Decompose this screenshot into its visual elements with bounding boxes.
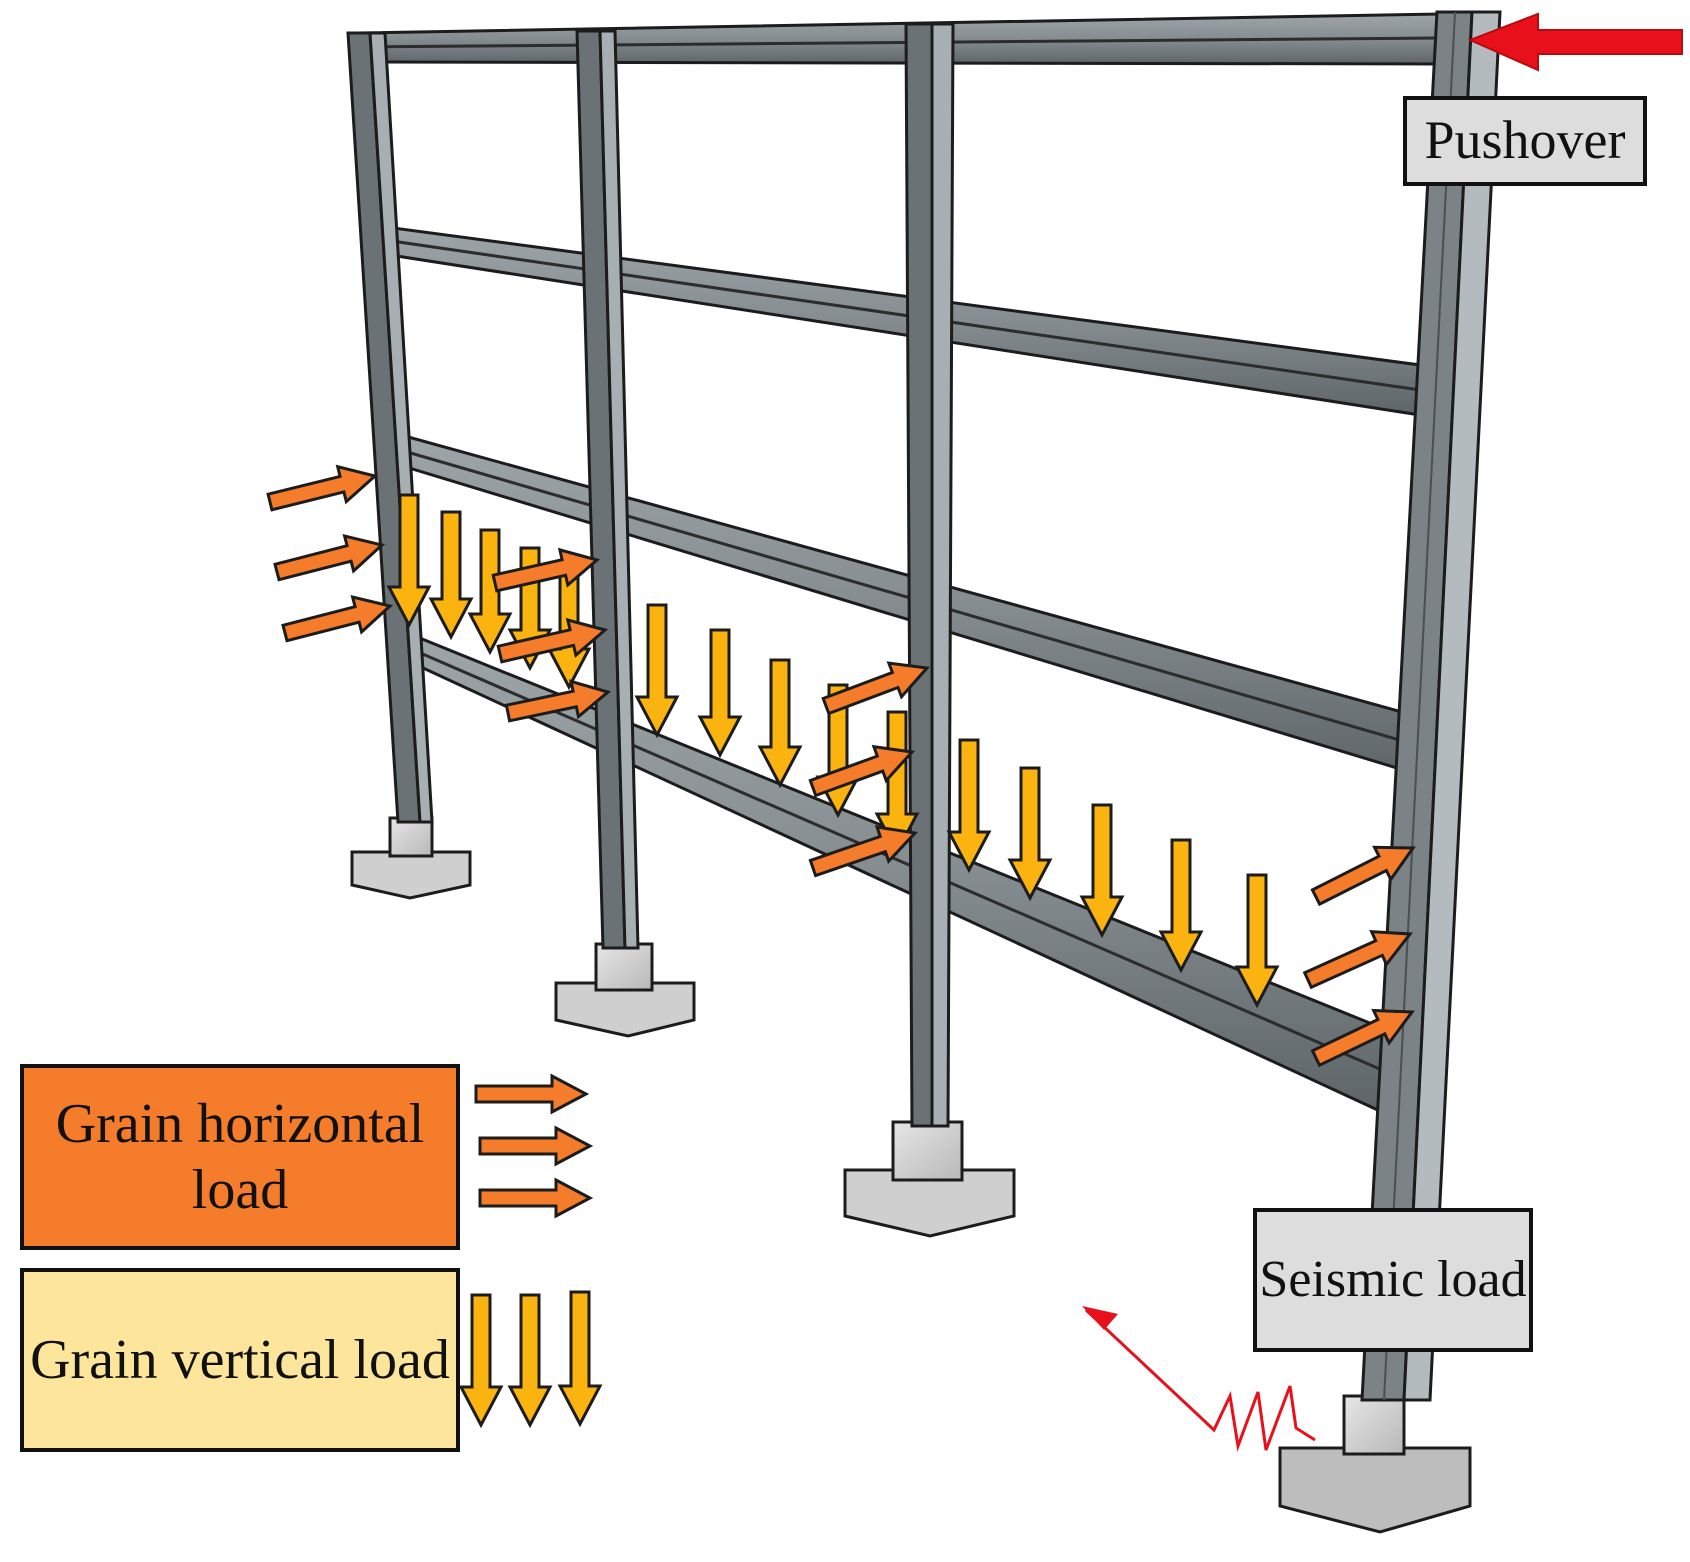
- column-1: [346, 31, 434, 824]
- legend-horizontal-arrow: [474, 1073, 590, 1115]
- seismic-wave-arrow: [1082, 1306, 1316, 1452]
- grain-horizontal-arrow: [1310, 1008, 1415, 1068]
- legend-vertical-arrow: [557, 1290, 603, 1428]
- grain-vertical-arrow: [757, 658, 803, 789]
- footing-4: [1278, 1394, 1472, 1534]
- legend-vertical-arrows: [458, 1290, 603, 1429]
- grain-horizontal-arrow: [821, 661, 931, 716]
- beam-roof: [356, 12, 1442, 66]
- grain-vertical-arrow: [1158, 838, 1204, 974]
- grain-vertical-arrow: [1079, 803, 1125, 939]
- seismic-load-label: Seismic load: [1253, 1208, 1533, 1352]
- footing-2: [554, 942, 696, 1038]
- beam-level-4: [369, 223, 1422, 417]
- grain-horizontal-arrow: [1310, 845, 1416, 907]
- legend-horizontal-arrow: [478, 1177, 594, 1219]
- grain-vertical-arrow: [697, 628, 743, 759]
- grain-vertical-arrow: [467, 528, 513, 656]
- legend-horizontal-arrows: [474, 1073, 594, 1219]
- grain-horizontal-arrow: [496, 617, 609, 664]
- column-4: [1360, 10, 1502, 1402]
- grain-horizontal-arrow: [808, 744, 916, 798]
- legend-vertical-arrow: [458, 1293, 504, 1429]
- legend-horizontal-arrow: [478, 1125, 594, 1167]
- grain-horizontal-arrow: [281, 594, 394, 643]
- grain-horizontal-arrow: [266, 464, 379, 512]
- grain-vertical-arrow: [946, 738, 992, 874]
- footing-3: [843, 1120, 1016, 1238]
- grain-vertical-arrow: [428, 510, 474, 641]
- grain-horizontal-load-arrows: [266, 464, 1416, 1068]
- grain-horizontal-arrow: [808, 825, 919, 878]
- grain-horizontal-arrow: [491, 547, 601, 593]
- grain-vertical-arrow: [634, 603, 680, 739]
- grain-vertical-arrow: [1234, 873, 1280, 1009]
- grain-vertical-arrow: [1007, 766, 1053, 902]
- grain-horizontal-load-label: Grain horizontal load: [20, 1064, 460, 1250]
- legend-vertical-arrow: [507, 1293, 553, 1429]
- column-3: [904, 22, 955, 1128]
- pushover-label: Pushover: [1403, 96, 1647, 186]
- column-2: [575, 29, 640, 950]
- grain-horizontal-arrow: [273, 533, 386, 582]
- grain-vertical-load-label: Grain vertical load: [20, 1268, 460, 1452]
- grain-horizontal-arrow: [504, 679, 612, 723]
- grain-vertical-arrow: [386, 493, 432, 629]
- grain-horizontal-arrow: [1302, 929, 1413, 990]
- pushover-arrow: [1467, 12, 1683, 72]
- footing-1: [350, 816, 472, 900]
